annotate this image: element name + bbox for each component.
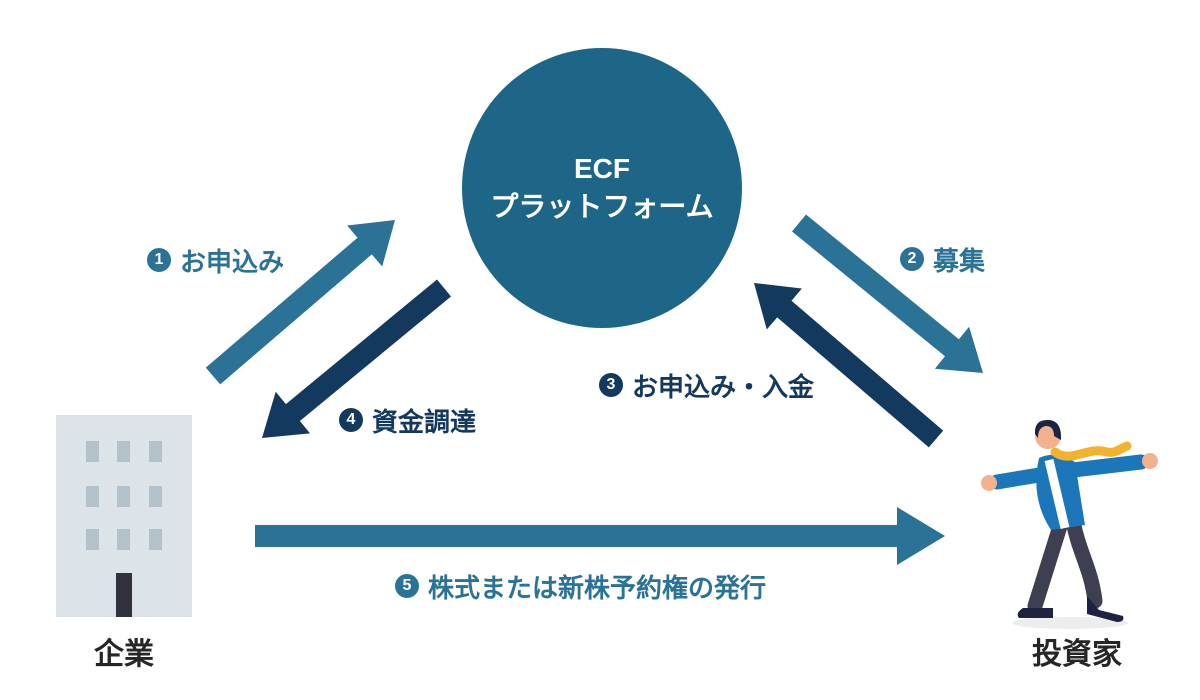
company-building-icon	[56, 415, 192, 622]
step-5-text: 株式または新株予約権の発行	[428, 572, 767, 603]
step-2-text: 募集	[933, 245, 986, 276]
step-1-text: お申込み	[180, 246, 285, 277]
step-3-badge: 3	[599, 373, 623, 397]
platform-title-line1: ECF	[574, 153, 630, 185]
step-5-badge: 5	[395, 574, 419, 598]
step-3-label: 3 お申込み・入金	[599, 370, 814, 402]
step-3-text: お申込み・入金	[632, 371, 815, 402]
company-label: 企業	[94, 638, 154, 671]
investor-label: 投資家	[1032, 638, 1122, 671]
step-4-badge: 4	[339, 408, 363, 432]
investor-illustration	[975, 408, 1165, 638]
step-2-label: 2 募集	[900, 244, 985, 276]
step-1-label: 1 お申込み	[147, 245, 284, 277]
arrow-step-3-investor-to-platform	[754, 283, 944, 448]
platform-title-line2: プラットフォーム	[490, 191, 714, 222]
arrow-step-2-platform-to-investor	[792, 214, 983, 373]
arrow-step-5-company-to-investor	[255, 507, 945, 565]
step-2-badge: 2	[900, 247, 924, 271]
arrow-step-4-platform-to-company	[262, 279, 451, 438]
step-4-label: 4 資金調達	[339, 405, 476, 437]
step-1-badge: 1	[147, 248, 171, 272]
step-5-label: 5 株式または新株予約権の発行	[395, 571, 766, 603]
ecf-platform-circle: ECF プラットフォーム	[462, 48, 742, 328]
step-4-text: 資金調達	[372, 406, 477, 437]
arrow-step-1-company-to-platform	[205, 220, 395, 385]
